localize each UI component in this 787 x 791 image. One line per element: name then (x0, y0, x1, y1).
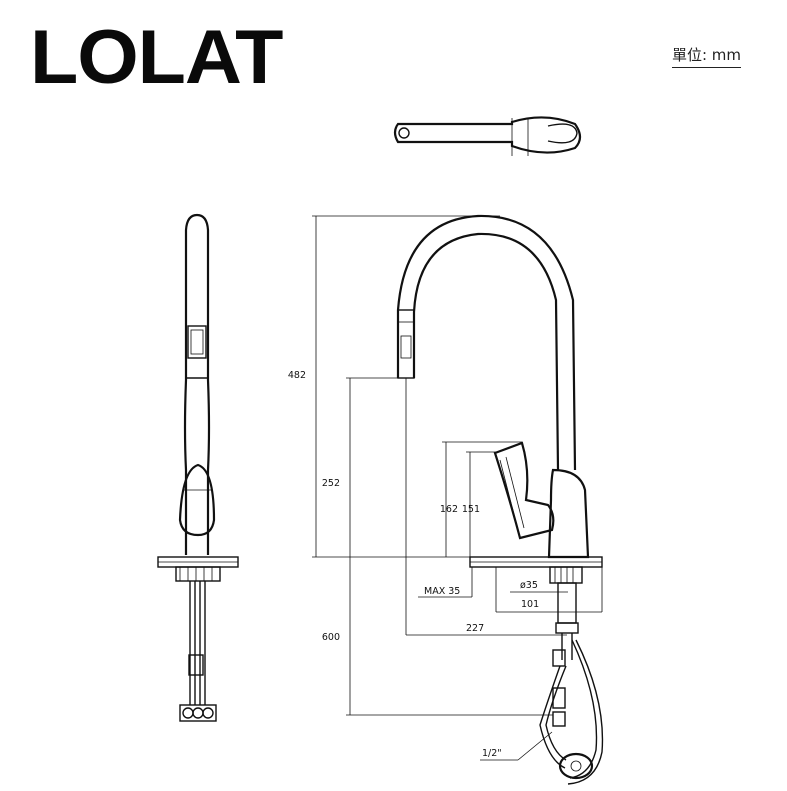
dim-connection: 1/2" (482, 748, 502, 759)
dim-spout-reach: 227 (466, 623, 484, 634)
dim-max-35: MAX 35 (424, 586, 460, 597)
top-view (393, 116, 582, 156)
dim-handle-151: 151 (462, 504, 480, 515)
dim-total-height: 482 (288, 370, 306, 381)
side-view (157, 213, 239, 722)
brand-logo: LOLAT (30, 15, 283, 100)
unit-label: 單位: mm (671, 46, 742, 68)
dim-hose-length: 600 (322, 632, 340, 643)
dim-handle-162: 162 (440, 504, 458, 515)
dim-hole-diameter: ø35 (520, 580, 538, 591)
front-view (396, 214, 604, 785)
dim-base-offset: 101 (521, 599, 539, 610)
dimension-lines (312, 215, 603, 761)
dim-spout-height: 252 (322, 478, 340, 489)
